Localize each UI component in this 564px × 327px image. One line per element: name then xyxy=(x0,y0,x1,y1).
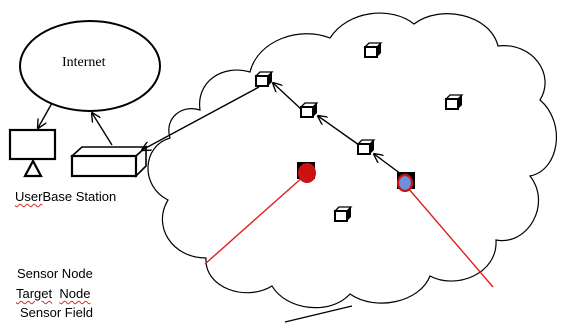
arrow-target-to-node xyxy=(374,154,402,175)
user-basestation-label: UserBase Station xyxy=(15,190,116,203)
arrow-node-to-node-1 xyxy=(273,83,302,110)
arrow-internet-to-user xyxy=(38,102,53,128)
legend-sensor-node: Sensor Node xyxy=(17,266,93,281)
sensor-node xyxy=(356,139,376,155)
legend-sensor-field: Sensor Field xyxy=(20,305,93,320)
target-node-blue xyxy=(396,172,415,193)
base-station-label: Base Station xyxy=(42,189,117,204)
pointer-line-sensor-field xyxy=(284,305,353,323)
internet-label: Internet xyxy=(62,55,106,70)
arrow-node-to-basestation xyxy=(142,86,260,150)
sensor-node xyxy=(333,206,353,222)
sensor-node xyxy=(299,102,319,118)
target-node-red xyxy=(297,162,316,183)
target-word: Target xyxy=(16,286,53,301)
internet-ellipse xyxy=(19,20,161,112)
pointer-line-target-right xyxy=(407,187,494,288)
sensor-node xyxy=(363,42,383,58)
sensor-node xyxy=(254,71,274,87)
sensor-field-cloud xyxy=(147,12,557,309)
sensor-node xyxy=(444,94,464,110)
legend-target-node: Target Node xyxy=(16,287,90,300)
user-terminal-icon xyxy=(8,128,57,178)
pointer-line-target-left xyxy=(204,175,305,265)
base-station-icon xyxy=(69,145,149,178)
user-label: User xyxy=(15,189,43,204)
connection-arrows xyxy=(38,83,402,175)
arrow-node-to-node-2 xyxy=(318,116,360,146)
arrow-basestation-to-internet xyxy=(92,113,113,146)
node-word: Node xyxy=(59,286,91,301)
